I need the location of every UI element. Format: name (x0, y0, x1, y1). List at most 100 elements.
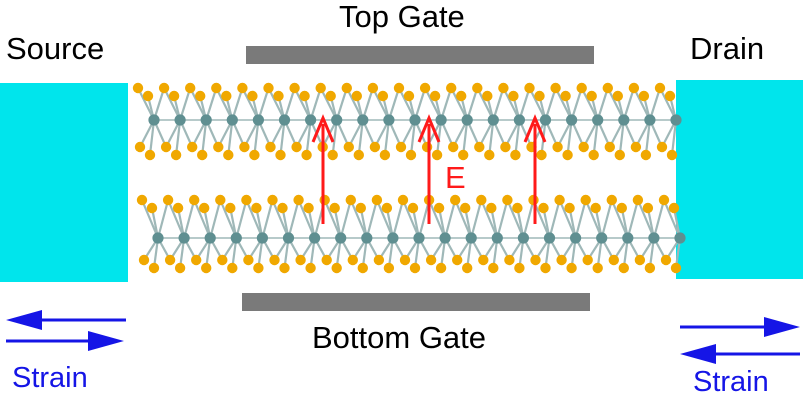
sulfur-atom (564, 202, 575, 214)
sulfur-atom (452, 254, 463, 266)
sulfur-atom (502, 194, 513, 206)
sulfur-atom (578, 141, 589, 153)
sulfur-atom (243, 254, 254, 266)
sulfur-atom (160, 141, 172, 153)
metal-atom (517, 232, 530, 244)
metal-atom (309, 232, 321, 244)
sulfur-atom (168, 90, 180, 102)
sulfur-atom (221, 90, 232, 102)
metal-atom (178, 232, 190, 244)
sulfur-atom (582, 254, 593, 266)
sulfur-atom (602, 82, 613, 94)
sulfur-atom (213, 141, 224, 153)
sulfur-atom (275, 149, 286, 161)
sulfur-atom (341, 82, 352, 94)
metal-atom (644, 114, 656, 126)
sulfur-atom (249, 149, 260, 161)
sulfur-atom (608, 254, 619, 266)
sulfur-atom (185, 82, 196, 94)
sulfur-atom (395, 141, 407, 153)
sulfur-atom (566, 262, 577, 274)
sulfur-atom (456, 90, 467, 102)
sulfur-atom (251, 202, 262, 214)
sulfur-atom (383, 262, 395, 274)
sulfur-atom (431, 149, 443, 161)
metal-atom (357, 114, 369, 126)
sulfur-atom (146, 202, 158, 214)
sulfur-atom (632, 194, 644, 206)
sulfur-atom (510, 149, 521, 161)
metal-atom (491, 232, 503, 244)
sulfur-atom (504, 254, 515, 266)
sulfur-atom (588, 149, 599, 161)
sulfur-atom (367, 82, 379, 94)
sulfur-atom (381, 202, 393, 214)
top-mos2-layer (132, 82, 682, 161)
sulfur-atom (269, 254, 280, 266)
sulfur-atom (247, 90, 258, 102)
sulfur-atom (500, 141, 511, 153)
sulfur-atom (429, 90, 441, 102)
sulfur-atom (237, 82, 248, 94)
sulfur-atom (658, 194, 670, 206)
sulfur-atom (606, 194, 617, 206)
sulfur-atom (164, 254, 176, 266)
metal-atom (200, 114, 212, 126)
sulfur-atom (199, 202, 210, 214)
sulfur-atom (403, 90, 415, 102)
sulfur-atom (253, 262, 264, 274)
sulfur-atom (614, 149, 625, 161)
sulfur-atom (379, 149, 391, 161)
sulfur-atom (512, 202, 523, 214)
sulfur-atom (450, 194, 461, 206)
sulfur-atom (291, 141, 302, 153)
sulfur-atom (293, 194, 304, 206)
sulfur-atom (263, 82, 274, 94)
sulfur-atom (586, 90, 597, 102)
sulfur-atom (393, 82, 405, 94)
sulfur-atom (217, 254, 228, 266)
sulfur-atom (472, 82, 483, 94)
sulfur-atom (556, 254, 567, 266)
metal-atom (439, 232, 451, 244)
sulfur-atom (576, 82, 587, 94)
atoms (132, 82, 682, 161)
sulfur-atom (666, 149, 678, 161)
sulfur-atom (660, 254, 672, 266)
sulfur-atom (319, 194, 330, 206)
sulfur-atom (225, 202, 236, 214)
metal-atom (282, 232, 295, 244)
sulfur-atom (458, 149, 469, 161)
sulfur-atom (325, 90, 336, 102)
sulfur-atom (478, 254, 489, 266)
sulfur-atom (138, 254, 150, 266)
bottom-gate-electrode (242, 293, 590, 311)
metal-atom (174, 114, 186, 126)
sulfur-atom (241, 194, 252, 206)
sulfur-atom (474, 141, 485, 153)
metal-atom (618, 114, 630, 126)
metal-atom (648, 232, 660, 244)
sulfur-atom (630, 141, 642, 153)
sulfur-atom (345, 194, 356, 206)
metal-atom (539, 114, 552, 126)
sulfur-atom (172, 202, 184, 214)
sulfur-atom (524, 82, 535, 94)
sulfur-atom (638, 90, 650, 102)
electric-field-label: E (445, 160, 466, 195)
sulfur-atom (514, 262, 525, 274)
sulfur-atom (197, 149, 208, 161)
sulfur-atom (421, 141, 433, 153)
sulfur-atom (174, 262, 186, 274)
sulfur-atom (144, 149, 156, 161)
sulfur-atom (656, 141, 668, 153)
sulfur-atom (407, 202, 419, 214)
metal-atom (487, 114, 499, 126)
bottom-mos2-layer (136, 194, 686, 274)
sulfur-atom (670, 262, 682, 274)
sulfur-atom (191, 254, 202, 266)
sulfur-atom (227, 262, 238, 274)
sulfur-atom (355, 202, 366, 214)
sulfur-atom (327, 149, 338, 161)
sulfur-atom (136, 194, 148, 206)
